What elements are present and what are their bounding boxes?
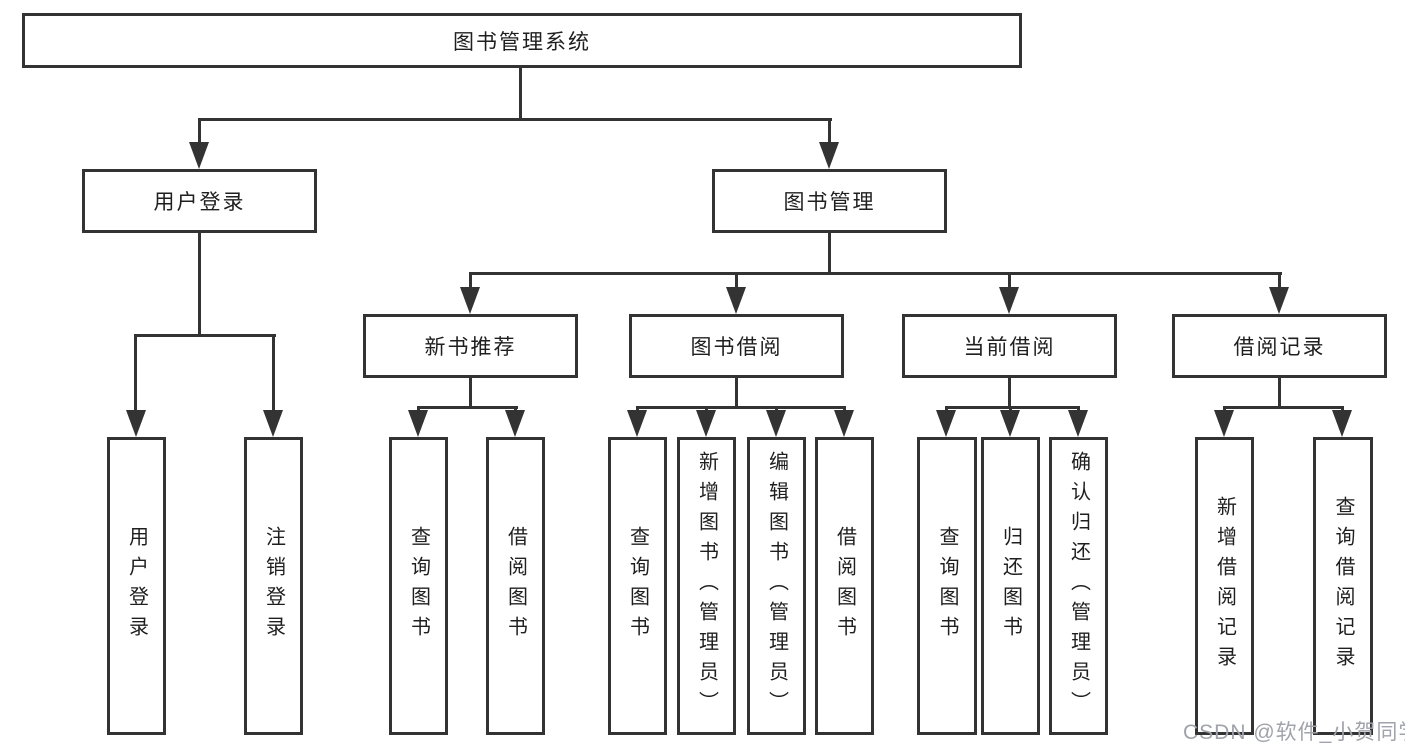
node-book-management: 图书管理 (712, 169, 947, 233)
connector-line (1223, 406, 1344, 409)
arrowhead (834, 410, 854, 437)
node-borrow-record-label: 借阅记录 (1233, 336, 1326, 359)
node-leaf-add-book-admin-label: 新增图书（管理员） (695, 451, 718, 721)
connector-line (469, 272, 1282, 275)
arrowhead (1068, 410, 1088, 437)
node-book-management-label: 图书管理 (783, 191, 876, 214)
node-user-login-label: 用户登录 (153, 191, 246, 214)
node-library-system-label: 图书管理系统 (453, 30, 591, 54)
arrowhead (936, 410, 956, 437)
node-leaf-user-login: 用户登录 (107, 437, 166, 735)
connector-line (519, 65, 522, 121)
connector-line (1278, 272, 1281, 290)
connector-line (198, 232, 201, 337)
arrowhead (1000, 410, 1020, 437)
node-current-borrow: 当前借阅 (902, 314, 1117, 378)
arrowhead (726, 287, 746, 314)
node-leaf-borrow-book-recommend: 借阅图书 (486, 437, 545, 735)
node-leaf-query-borrow-record: 查询借阅记录 (1313, 437, 1373, 735)
node-leaf-query-borrow-record-label: 查询借阅记录 (1332, 496, 1354, 676)
connector-line (735, 272, 738, 290)
node-leaf-logout: 注销登录 (244, 437, 303, 735)
node-leaf-confirm-return-admin-label: 确认归还（管理员） (1067, 451, 1090, 721)
arrowhead (766, 410, 786, 437)
arrowhead (1332, 410, 1352, 437)
node-library-system: 图书管理系统 (22, 13, 1022, 68)
connector-line (1008, 272, 1011, 290)
node-user-login: 用户登录 (82, 169, 317, 233)
connector-line (945, 406, 1080, 409)
connector-line (636, 406, 846, 409)
node-leaf-query-book-current-label: 查询图书 (936, 526, 958, 646)
node-book-borrow-label: 图书借阅 (690, 336, 783, 359)
node-leaf-return-book-label: 归还图书 (999, 526, 1022, 646)
node-leaf-user-login-label: 用户登录 (125, 526, 148, 646)
node-leaf-edit-book-admin: 编辑图书（管理员） (747, 437, 806, 735)
node-leaf-query-book-borrow-label: 查询图书 (626, 526, 649, 646)
node-leaf-return-book: 归还图书 (981, 437, 1040, 735)
arrowhead (408, 410, 428, 437)
connector-line (828, 118, 831, 145)
node-leaf-borrow-book: 借阅图书 (815, 437, 874, 735)
node-leaf-add-borrow-record-label: 新增借阅记录 (1213, 496, 1236, 676)
node-borrow-record: 借阅记录 (1172, 314, 1387, 378)
node-leaf-logout-label: 注销登录 (262, 526, 285, 646)
arrowhead (1214, 410, 1234, 437)
node-leaf-edit-book-admin-label: 编辑图书（管理员） (765, 451, 788, 721)
csdn-watermark: CSDN @软件_小贺同学 (1183, 721, 1405, 744)
arrowhead (505, 410, 525, 437)
connector-line (735, 377, 738, 409)
node-book-borrow: 图书借阅 (629, 314, 844, 378)
connector-line (469, 377, 472, 409)
node-leaf-add-book-admin: 新增图书（管理员） (677, 437, 736, 735)
arrowhead (819, 142, 839, 169)
node-leaf-borrow-book-recommend-label: 借阅图书 (504, 526, 527, 646)
node-new-book-recommend-label: 新书推荐 (424, 336, 517, 359)
connector-line (417, 406, 518, 409)
node-leaf-query-book-recommend-label: 查询图书 (407, 526, 430, 646)
connector-line (1008, 377, 1011, 409)
connector-line (828, 232, 831, 275)
node-new-book-recommend: 新书推荐 (363, 314, 578, 378)
arrowhead (999, 287, 1019, 314)
node-leaf-add-borrow-record: 新增借阅记录 (1195, 437, 1254, 735)
node-leaf-query-book-borrow: 查询图书 (608, 437, 667, 735)
arrowhead (126, 410, 146, 437)
arrowhead (263, 410, 283, 437)
arrowhead (696, 410, 716, 437)
node-leaf-confirm-return-admin: 确认归还（管理员） (1049, 437, 1108, 735)
connector-line (198, 118, 201, 145)
node-leaf-query-book-recommend: 查询图书 (389, 437, 448, 735)
arrowhead (189, 142, 209, 169)
arrowhead (460, 287, 480, 314)
connector-line (134, 334, 137, 414)
arrowhead (627, 410, 647, 437)
node-leaf-query-book-current: 查询图书 (917, 437, 977, 735)
arrowhead (1269, 287, 1289, 314)
connector-line (469, 272, 472, 290)
node-leaf-borrow-book-label: 借阅图书 (833, 526, 856, 646)
connector-line (1278, 377, 1281, 409)
node-current-borrow-label: 当前借阅 (963, 336, 1056, 359)
connector-line (198, 118, 832, 121)
connector-line (272, 334, 275, 414)
connector-line (134, 334, 276, 337)
